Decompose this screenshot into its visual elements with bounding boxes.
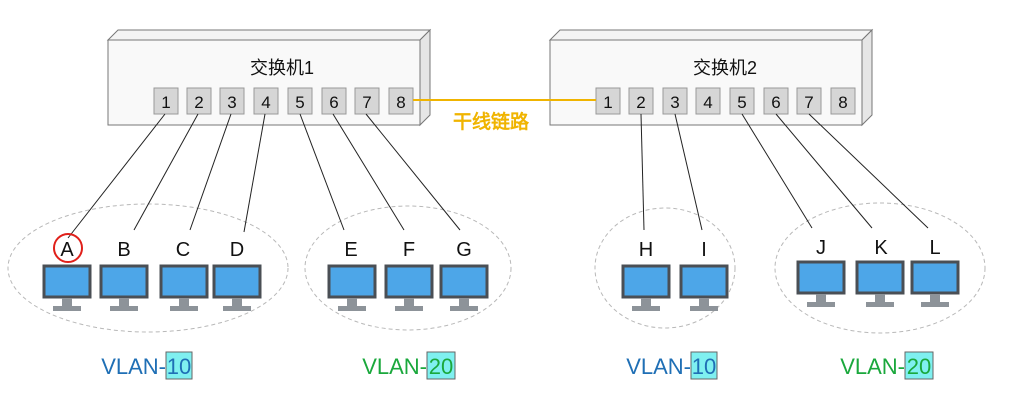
port-box <box>388 87 414 115</box>
port-box <box>763 87 789 115</box>
link-line <box>775 113 873 229</box>
computer-icon <box>439 264 489 311</box>
switch-1-ports: 1 2 3 4 5 6 7 8 <box>153 87 414 115</box>
host-label-b: B <box>117 239 130 261</box>
computer-icon <box>327 264 377 311</box>
vlan-id: 20 <box>429 354 453 379</box>
switch-2-ports: 1 2 3 4 5 6 7 8 <box>595 87 856 115</box>
link-line <box>741 113 813 229</box>
host-links <box>67 113 929 239</box>
host-label-f: F <box>403 239 415 261</box>
host-label-g: G <box>456 239 472 261</box>
host-label-i: I <box>701 239 707 261</box>
vlan-prefix: VLAN- <box>626 354 691 379</box>
port-box <box>354 87 380 115</box>
vlan-id-highlight <box>426 351 456 380</box>
port-box <box>321 87 347 115</box>
host-label-c: C <box>176 239 190 261</box>
vlan-prefix: VLAN- <box>362 354 427 379</box>
link-line <box>640 113 645 231</box>
vlan-label-3: VLAN- 10 <box>626 351 718 380</box>
port-label: 6 <box>329 93 338 112</box>
link-line <box>133 113 199 231</box>
host-label-j: J <box>816 237 826 259</box>
computer-icon <box>159 264 209 311</box>
computer-icon <box>621 264 671 311</box>
port-box <box>186 87 212 115</box>
vlan-id: 10 <box>167 354 191 379</box>
host-label-h: H <box>639 239 653 261</box>
vlan-id-highlight <box>165 351 193 380</box>
port-label: 8 <box>396 93 405 112</box>
vlan-label-2: VLAN- 20 <box>362 351 456 380</box>
port-label: 4 <box>703 93 712 112</box>
port-box <box>662 87 688 115</box>
computer-icon <box>679 264 729 311</box>
computer-icon <box>855 260 905 307</box>
link-line <box>332 113 405 231</box>
link-line <box>674 113 703 231</box>
port-box <box>830 87 856 115</box>
computer-icon <box>910 260 960 307</box>
link-line <box>365 113 461 231</box>
port-box <box>628 87 654 115</box>
computer-icon <box>212 264 262 311</box>
link-line <box>243 113 266 233</box>
port-label: 2 <box>636 93 645 112</box>
port-label: 4 <box>261 93 270 112</box>
port-label: 7 <box>804 93 813 112</box>
vlan-label-1: VLAN- 10 <box>101 351 193 380</box>
vlan-label-4: VLAN- 20 <box>840 351 934 380</box>
vlan-prefix: VLAN- <box>101 354 166 379</box>
switch-2-title: 交换机2 <box>693 58 757 78</box>
port-label: 5 <box>737 93 746 112</box>
vlan-group-ellipse <box>594 207 736 329</box>
vlan-prefix: VLAN- <box>840 354 905 379</box>
computer-icon <box>796 260 846 307</box>
computers <box>42 260 960 311</box>
vlan-id-highlight <box>690 351 718 380</box>
computer-icon <box>384 264 434 311</box>
host-label-a: A <box>60 239 74 261</box>
computer-icon <box>42 264 92 311</box>
port-label: 2 <box>194 93 203 112</box>
port-box <box>595 87 621 115</box>
port-label: 7 <box>362 93 371 112</box>
port-label: 3 <box>227 93 236 112</box>
host-label-d: D <box>230 239 244 261</box>
port-box <box>153 87 179 115</box>
link-line <box>808 113 929 229</box>
port-box <box>729 87 755 115</box>
vlan-group-ellipse <box>304 205 512 331</box>
host-label-l: L <box>929 237 940 259</box>
vlan-group-ellipse <box>774 202 986 334</box>
vlan-id: 10 <box>692 354 716 379</box>
vlan-id: 20 <box>907 354 931 379</box>
switch-1-title: 交换机1 <box>250 58 314 78</box>
port-label: 6 <box>771 93 780 112</box>
switch-1: 交换机1 <box>106 28 432 127</box>
port-label: 1 <box>603 93 612 112</box>
link-line <box>67 113 166 239</box>
highlight-circle-a <box>53 233 83 263</box>
host-label-e: E <box>344 239 357 261</box>
port-label: 5 <box>295 93 304 112</box>
port-box <box>253 87 279 115</box>
port-label: 1 <box>161 93 170 112</box>
port-box <box>695 87 721 115</box>
host-label-k: K <box>874 237 888 259</box>
computer-icon <box>99 264 149 311</box>
port-label: 8 <box>838 93 847 112</box>
port-box <box>219 87 245 115</box>
port-label: 3 <box>670 93 679 112</box>
vlan-id-highlight <box>904 351 934 380</box>
link-line <box>189 113 232 231</box>
link-line <box>299 113 345 231</box>
port-box <box>287 87 313 115</box>
trunk-label: 干线链路 <box>453 110 530 133</box>
host-labels: A B C D E F G H I J K L <box>60 237 940 261</box>
